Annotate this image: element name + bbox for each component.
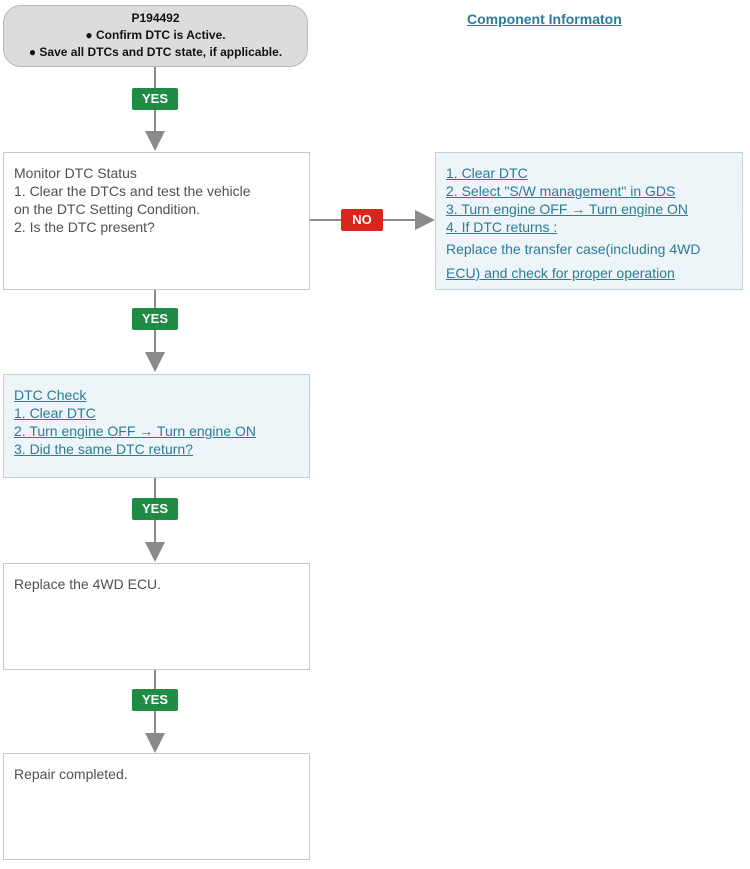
arrow-down-icon	[145, 542, 165, 562]
monitor-title: Monitor DTC Status	[14, 165, 137, 181]
proper-operation-link[interactable]: ECU) and check for proper operation	[446, 265, 675, 281]
dtc-check-title[interactable]: DTC Check	[14, 387, 87, 403]
engine-off-on-link[interactable]: 3. Turn engine OFF → Turn engine ON	[446, 201, 689, 217]
dtc-code: P194492	[131, 11, 180, 25]
replace-transfer-case-text: Replace the transfer case(including 4WD	[446, 241, 701, 257]
no-badge: NO	[341, 209, 383, 231]
dtc-check-step-1[interactable]: 1. Clear DTC	[14, 405, 96, 421]
sw-management-link[interactable]: 2. Select "S/W management" in GDS	[446, 183, 676, 199]
replace-ecu-box: Replace the 4WD ECU.	[3, 563, 310, 670]
start-box: P194492 ● Confirm DTC is Active. ● Save …	[3, 5, 308, 67]
monitor-step-2: 2. Is the DTC present?	[14, 219, 155, 235]
arrow-down-icon	[145, 352, 165, 372]
dtc-check-box: DTC Check 1. Clear DTC 2. Turn engine OF…	[3, 374, 310, 478]
yes-badge: YES	[132, 498, 178, 520]
replace-ecu-text: Replace the 4WD ECU.	[14, 576, 162, 592]
yes-badge: YES	[132, 88, 178, 110]
no-branch-box: 1. Clear DTC 2. Select "S/W management" …	[435, 152, 743, 290]
yes-badge: YES	[132, 308, 178, 330]
yes-badge: YES	[132, 689, 178, 711]
arrow-down-icon	[145, 733, 165, 753]
dtc-check-step-3[interactable]: 3. Did the same DTC return?	[14, 441, 193, 457]
clear-dtc-link[interactable]: 1. Clear DTC	[446, 165, 528, 181]
arrow-down-icon	[145, 131, 165, 151]
component-information-link[interactable]: Component Informaton	[467, 11, 622, 27]
monitor-step-1: 1. Clear the DTCs and test the vehicle	[14, 183, 251, 199]
repair-completed-text: Repair completed.	[14, 766, 128, 782]
dtc-check-step-2[interactable]: 2. Turn engine OFF → Turn engine ON	[14, 423, 257, 439]
monitor-step-1-cont: on the DTC Setting Condition.	[14, 201, 200, 217]
repair-completed-box: Repair completed.	[3, 753, 310, 860]
if-dtc-returns-link[interactable]: 4. If DTC returns :	[446, 219, 558, 235]
arrow-right-icon	[415, 210, 435, 230]
save-dtc-text: ● Save all DTCs and DTC state, if applic…	[28, 45, 283, 59]
monitor-dtc-status-box: Monitor DTC Status 1. Clear the DTCs and…	[3, 152, 310, 290]
confirm-dtc-text: ● Confirm DTC is Active.	[85, 28, 226, 42]
